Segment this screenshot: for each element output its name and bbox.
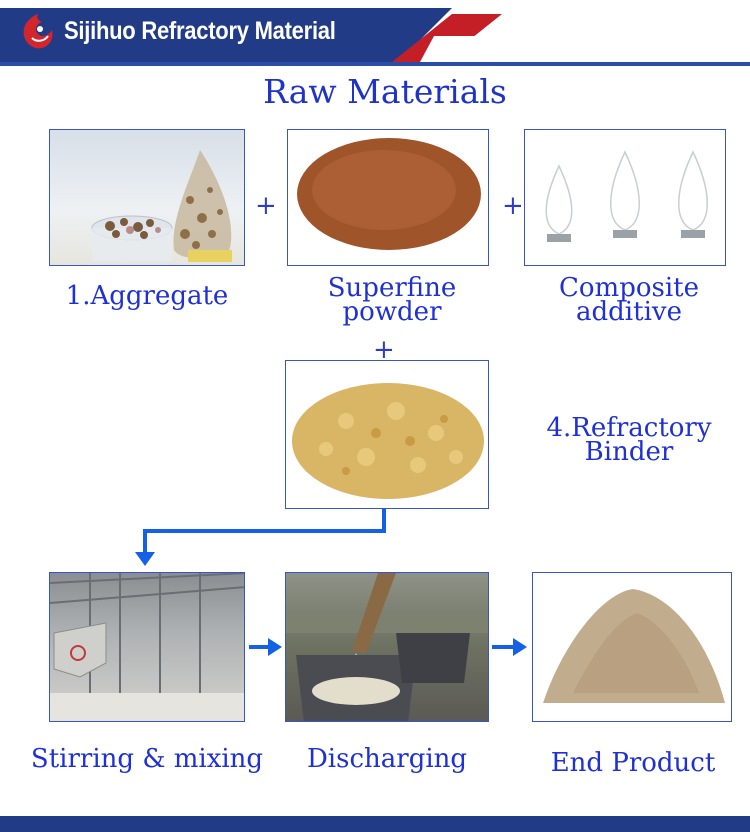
header-wedge-lower	[420, 36, 750, 62]
plus-operator-3: +	[373, 335, 395, 365]
mixing-image	[49, 572, 245, 722]
superfine-label-line1: Superfine	[327, 273, 457, 303]
arrow-discharging-to-product-shaft	[492, 645, 516, 649]
composite-additive-image	[524, 129, 726, 266]
refractory-binder-image	[285, 360, 489, 509]
flow-connector-drop	[143, 529, 147, 555]
binder-label-line1: 4.Refractory	[546, 413, 712, 443]
brand-logo-icon	[23, 14, 53, 49]
flow-connector-vertical	[382, 509, 386, 532]
page-title: Raw Materials	[263, 72, 507, 111]
discharging-label: Discharging	[306, 744, 468, 774]
footer-bar	[0, 816, 750, 832]
composite-label-line2: additive	[576, 297, 682, 327]
end-product-image	[532, 572, 732, 722]
end-product-label: End Product	[550, 748, 716, 778]
brand-name: Sijihuo Refractory Material	[64, 17, 336, 45]
flow-arrowhead-down-icon	[135, 552, 155, 566]
flow-connector-horizontal	[143, 529, 386, 533]
superfine-powder-image	[287, 129, 489, 266]
aggregate-label: 1.Aggregate	[65, 281, 229, 311]
plus-operator-1: +	[255, 191, 277, 221]
binder-label-line2: Binder	[584, 437, 674, 467]
arrow-mixing-to-discharging-shaft	[249, 645, 271, 649]
arrow-right-icon-2	[513, 638, 527, 656]
aggregate-image	[49, 129, 245, 266]
superfine-label-line2: powder	[342, 297, 442, 327]
discharging-image	[285, 572, 489, 722]
arrow-right-icon	[268, 638, 282, 656]
header-banner: Sijihuo Refractory Material	[0, 0, 750, 66]
plus-operator-2: +	[502, 191, 524, 221]
mixing-label: Stirring & mixing	[30, 744, 264, 774]
composite-label-line1: Composite	[559, 273, 699, 303]
header-stripe	[0, 62, 750, 66]
